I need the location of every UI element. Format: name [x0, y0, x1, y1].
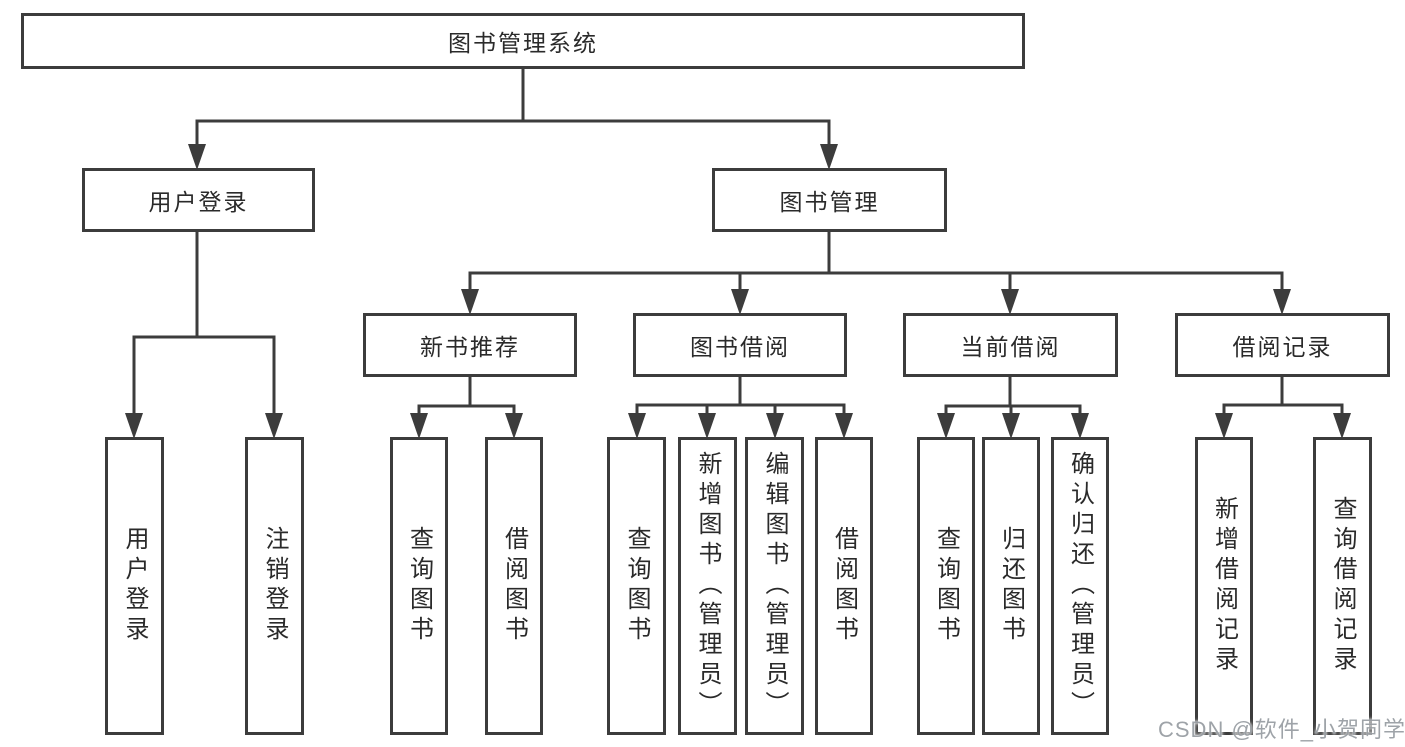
node-current-borrowing: 当前借阅 [903, 313, 1118, 377]
arrowhead-down [1215, 413, 1233, 439]
arrowhead-down [937, 413, 955, 439]
node-root-label: 图书管理系统 [448, 30, 598, 56]
arrowhead-down [1002, 413, 1020, 439]
leaf-nbr-borrow-books: 借阅图书 [485, 437, 543, 735]
leaf-bb-add-books-admin-label: 新增图书（管理员） [694, 451, 721, 721]
node-new-book-recommend: 新书推荐 [363, 313, 577, 377]
watermark: CSDN @软件_小贺同学 [1158, 717, 1405, 742]
node-book-borrowing-label: 图书借阅 [690, 334, 790, 360]
leaf-cb-query-books-label: 查询图书 [932, 526, 960, 646]
connector-root-to-branches [188, 69, 838, 170]
connector-new-book-recommend-group [410, 377, 523, 439]
arrowhead-down [505, 413, 523, 439]
leaf-br-query-record: 查询借阅记录 [1313, 437, 1372, 735]
arrowhead-down [628, 413, 646, 439]
arrowhead-down [125, 413, 143, 439]
arrowhead-down [265, 413, 283, 439]
node-book-borrowing: 图书借阅 [633, 313, 847, 377]
connector-book-borrowing-group [628, 377, 853, 439]
arrowhead-down [188, 144, 206, 170]
connector-line [1222, 377, 1344, 414]
node-book-management: 图书管理 [712, 168, 947, 232]
node-user-login: 用户登录 [82, 168, 315, 232]
connector-borrowing-records-group [1215, 377, 1351, 439]
leaf-br-add-record-label: 新增借阅记录 [1210, 496, 1238, 676]
leaf-bb-borrow-books-label: 借阅图书 [830, 526, 858, 646]
leaf-cb-confirm-return-admin-label: 确认归还（管理员） [1066, 451, 1094, 721]
arrowhead-down [1071, 413, 1089, 439]
leaf-bb-query-books: 查询图书 [607, 437, 666, 735]
connector-line [417, 377, 516, 414]
leaf-logout: 注销登录 [245, 437, 304, 735]
leaf-nbr-query-books: 查询图书 [390, 437, 448, 735]
connector-user-login-group [125, 232, 283, 439]
node-borrowing-records-label: 借阅记录 [1232, 334, 1333, 360]
arrowhead-down [1001, 289, 1019, 315]
node-user-login-label: 用户登录 [148, 189, 249, 215]
leaf-br-add-record: 新增借阅记录 [1195, 437, 1253, 735]
leaf-bb-edit-books-admin-label: 编辑图书（管理员） [761, 451, 788, 721]
leaf-cb-return-books-label: 归还图书 [997, 526, 1025, 646]
arrowhead-down [698, 413, 716, 439]
leaf-bb-borrow-books: 借阅图书 [815, 437, 873, 735]
arrowhead-down [461, 289, 479, 315]
leaf-cb-return-books: 归还图书 [982, 437, 1040, 735]
node-current-borrowing-label: 当前借阅 [960, 334, 1061, 360]
leaf-user-login-label: 用户登录 [121, 526, 148, 646]
connector-line [468, 232, 1284, 290]
arrowhead-down [731, 289, 749, 315]
leaf-nbr-borrow-books-label: 借阅图书 [500, 526, 528, 646]
connector-current-borrowing-group [937, 377, 1089, 439]
leaf-bb-add-books-admin: 新增图书（管理员） [678, 437, 737, 735]
leaf-user-login: 用户登录 [105, 437, 164, 735]
leaf-cb-confirm-return-admin: 确认归还（管理员） [1051, 437, 1109, 735]
arrowhead-down [835, 413, 853, 439]
node-book-management-label: 图书管理 [779, 189, 880, 215]
connector-book-management-group [461, 232, 1291, 315]
leaf-logout-label: 注销登录 [261, 526, 288, 646]
arrowhead-down [820, 144, 838, 170]
node-root: 图书管理系统 [21, 13, 1025, 69]
connector-line [635, 377, 846, 414]
connector-line [132, 232, 276, 414]
leaf-nbr-query-books-label: 查询图书 [405, 526, 433, 646]
arrowhead-down [410, 413, 428, 439]
node-borrowing-records: 借阅记录 [1175, 313, 1390, 377]
arrowhead-down [766, 413, 784, 439]
leaf-bb-query-books-label: 查询图书 [623, 526, 650, 646]
connector-line [195, 69, 831, 146]
leaf-cb-query-books: 查询图书 [917, 437, 975, 735]
node-new-book-recommend-label: 新书推荐 [420, 334, 520, 360]
leaf-br-query-record-label: 查询借阅记录 [1329, 496, 1356, 676]
arrowhead-down [1273, 289, 1291, 315]
leaf-bb-edit-books-admin: 编辑图书（管理员） [745, 437, 804, 735]
connector-line [944, 377, 1082, 414]
arrowhead-down [1333, 413, 1351, 439]
